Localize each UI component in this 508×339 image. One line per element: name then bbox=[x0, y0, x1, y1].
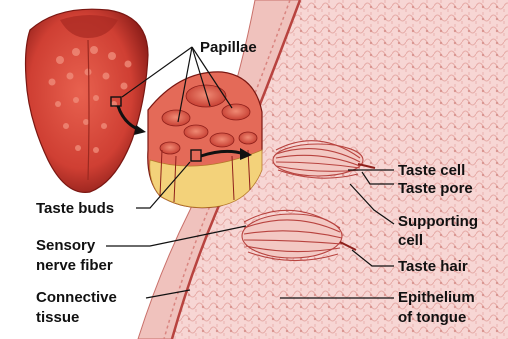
label-papillae: Papillae bbox=[200, 39, 257, 56]
label-connective-line-1: Connective bbox=[36, 289, 117, 306]
label-taste-buds: Taste buds bbox=[36, 200, 114, 217]
label-sensory-line-2: nerve fiber bbox=[36, 257, 113, 274]
tongue-illustration bbox=[26, 9, 149, 192]
label-epithelium-line-1: Epithelium bbox=[398, 289, 475, 306]
label-supporting-line-2: cell bbox=[398, 232, 423, 249]
label-sensory-line-1: Sensory bbox=[36, 237, 96, 254]
papillae-block bbox=[148, 72, 262, 208]
label-taste-cell: Taste cell bbox=[398, 162, 465, 179]
label-epithelium-line-2: of tongue bbox=[398, 309, 466, 326]
label-connective-line-2: tissue bbox=[36, 309, 79, 326]
label-supporting-line-1: Supporting bbox=[398, 213, 478, 230]
label-taste-pore: Taste pore bbox=[398, 180, 473, 197]
label-taste-hair: Taste hair bbox=[398, 258, 468, 275]
